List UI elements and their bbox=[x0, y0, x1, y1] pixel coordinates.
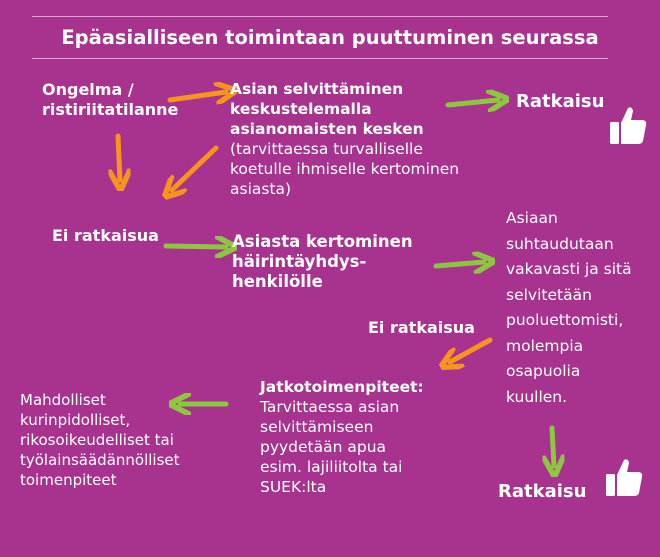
measures-line: rikosoikeudelliset tai bbox=[20, 431, 174, 449]
followup-line: esim. lajiliitolta tai bbox=[260, 458, 403, 476]
serious-line: osapuolia bbox=[506, 362, 581, 380]
measures-line: Mahdolliset bbox=[20, 391, 106, 409]
thumbs-up-icon bbox=[610, 107, 647, 144]
diagram-title: Epäasialliseen toimintaan puuttuminen se… bbox=[61, 26, 599, 49]
arrow-no-solution-to-followup bbox=[450, 337, 493, 362]
followup-line: selvittämiseen bbox=[260, 418, 374, 436]
serious-line: puoluettomisti, bbox=[506, 311, 624, 329]
tell-contact-line: henkilölle bbox=[232, 272, 323, 291]
clarify-bold-line: Asian selvittäminen bbox=[230, 80, 404, 98]
solution-label-1: Ratkaisu bbox=[516, 91, 605, 112]
serious-line: molempia bbox=[506, 336, 584, 355]
measures-line: toimenpiteet bbox=[20, 471, 117, 489]
serious-node: Asiaan suhtaudutaan vakavasti ja sitä se… bbox=[506, 206, 632, 410]
clarify-normal-line: (tarvittaessa turvalliselle bbox=[230, 140, 423, 158]
clarify-normal-line: koetulle ihmiselle kertominen bbox=[230, 160, 460, 178]
problem-node: Ongelma / ristiriitatilanne bbox=[42, 80, 178, 120]
arrow-problem-to-no-solution bbox=[118, 133, 120, 180]
measures-line: työlainsäädännölliset bbox=[20, 451, 180, 469]
top-rule bbox=[32, 16, 608, 17]
followup-line: pyydetään apua bbox=[260, 438, 387, 456]
followup-title: Jatkotoimenpiteet: bbox=[260, 378, 424, 396]
tell-contact-line: häirintäyhdys- bbox=[232, 252, 367, 271]
followup-line: SUEK:lta bbox=[260, 478, 327, 496]
problem-line: ristiriitatilanne bbox=[42, 100, 179, 119]
arrow-no-solution-to-tell bbox=[163, 246, 226, 247]
serious-line: kuullen. bbox=[506, 387, 568, 406]
followup-line: Tarvittaessa asian bbox=[260, 398, 400, 416]
serious-line: suhtaudutaan bbox=[506, 234, 614, 253]
arrow-tell-to-serious bbox=[433, 262, 484, 266]
serious-line: Asiaan bbox=[506, 209, 558, 227]
arrow-clarify-to-solution bbox=[445, 100, 498, 105]
no-solution-label-2: Ei ratkaisua bbox=[368, 318, 475, 337]
clarify-bold-line: keskustelemalla bbox=[230, 100, 372, 118]
clarify-bold-line: asianomaisten kesken bbox=[230, 120, 424, 138]
tell-contact-line: Asiasta kertominen bbox=[232, 232, 413, 251]
serious-line: selvitetään bbox=[506, 285, 592, 304]
solution-label-2: Ratkaisu bbox=[498, 481, 587, 502]
problem-line: Ongelma / bbox=[42, 80, 134, 99]
tell-contact-node: Asiasta kertominen häirintäyhdys- henkil… bbox=[232, 232, 413, 292]
thumbs-up-icon bbox=[606, 459, 643, 496]
serious-line: vakavasti ja sitä bbox=[506, 260, 632, 278]
clarify-normal-line: asiasta) bbox=[230, 180, 292, 198]
arrow-problem-to-clarify bbox=[167, 92, 226, 100]
arrow-serious-to-solution bbox=[552, 425, 554, 466]
measures-node: Mahdolliset kurinpidolliset, rikosoikeud… bbox=[20, 390, 180, 490]
no-solution-label-1: Ei ratkaisua bbox=[52, 226, 159, 245]
followup-node: Jatkotoimenpiteet: Tarvittaessa asian se… bbox=[260, 377, 424, 497]
arrow-clarify-to-no-solution bbox=[172, 145, 219, 190]
bottom-rule bbox=[32, 58, 608, 59]
clarify-node: Asian selvittäminen keskustelemalla asia… bbox=[230, 79, 459, 199]
measures-line: kurinpidolliset, bbox=[20, 411, 131, 429]
